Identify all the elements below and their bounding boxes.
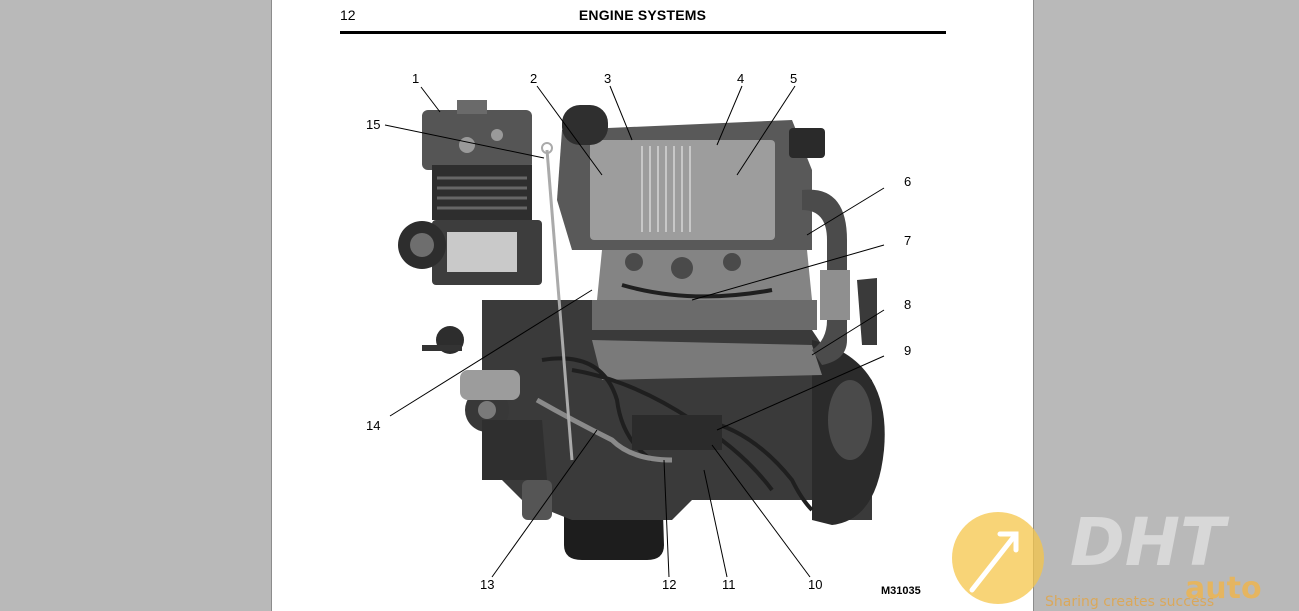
callout-1: 1	[412, 71, 419, 86]
callout-11: 11	[722, 577, 736, 592]
callout-8: 8	[904, 297, 911, 312]
callout-numbers: 1 2 3 4 5 6 7 8 9 10 11 12 13 14 15 M310…	[366, 71, 921, 597]
callout-12: 12	[662, 577, 676, 592]
leader-lines	[384, 85, 885, 578]
callout-15: 15	[366, 117, 380, 132]
watermark-tagline: Sharing creates success	[1045, 594, 1214, 610]
dht-auto-watermark: DHT auto Sharing creates success	[952, 510, 1262, 610]
callout-5: 5	[790, 71, 797, 86]
watermark-suffix: auto	[1185, 571, 1262, 606]
callout-3: 3	[604, 71, 611, 86]
callout-6: 6	[904, 174, 911, 189]
page-title: ENGINE SYSTEMS	[578, 7, 707, 23]
callout-10: 10	[808, 577, 822, 592]
callout-7: 7	[904, 233, 911, 248]
page-number: 12	[340, 7, 356, 23]
engine-figure: 1 2 3 4 5 6 7 8 9 10 11 12 13 14 15 M310…	[366, 71, 921, 597]
callout-2: 2	[530, 71, 537, 86]
header-rule	[340, 31, 946, 34]
figure-id: M31035	[881, 585, 921, 597]
watermark-brand: DHT	[1070, 510, 1230, 581]
engine-illustration	[398, 100, 885, 560]
callout-13: 13	[480, 577, 494, 592]
arrow-icon	[969, 531, 1019, 593]
callout-9: 9	[904, 343, 911, 358]
callout-4: 4	[737, 71, 744, 86]
callout-14: 14	[366, 418, 380, 433]
manual-page: 12 ENGINE SYSTEMS	[271, 0, 1034, 611]
